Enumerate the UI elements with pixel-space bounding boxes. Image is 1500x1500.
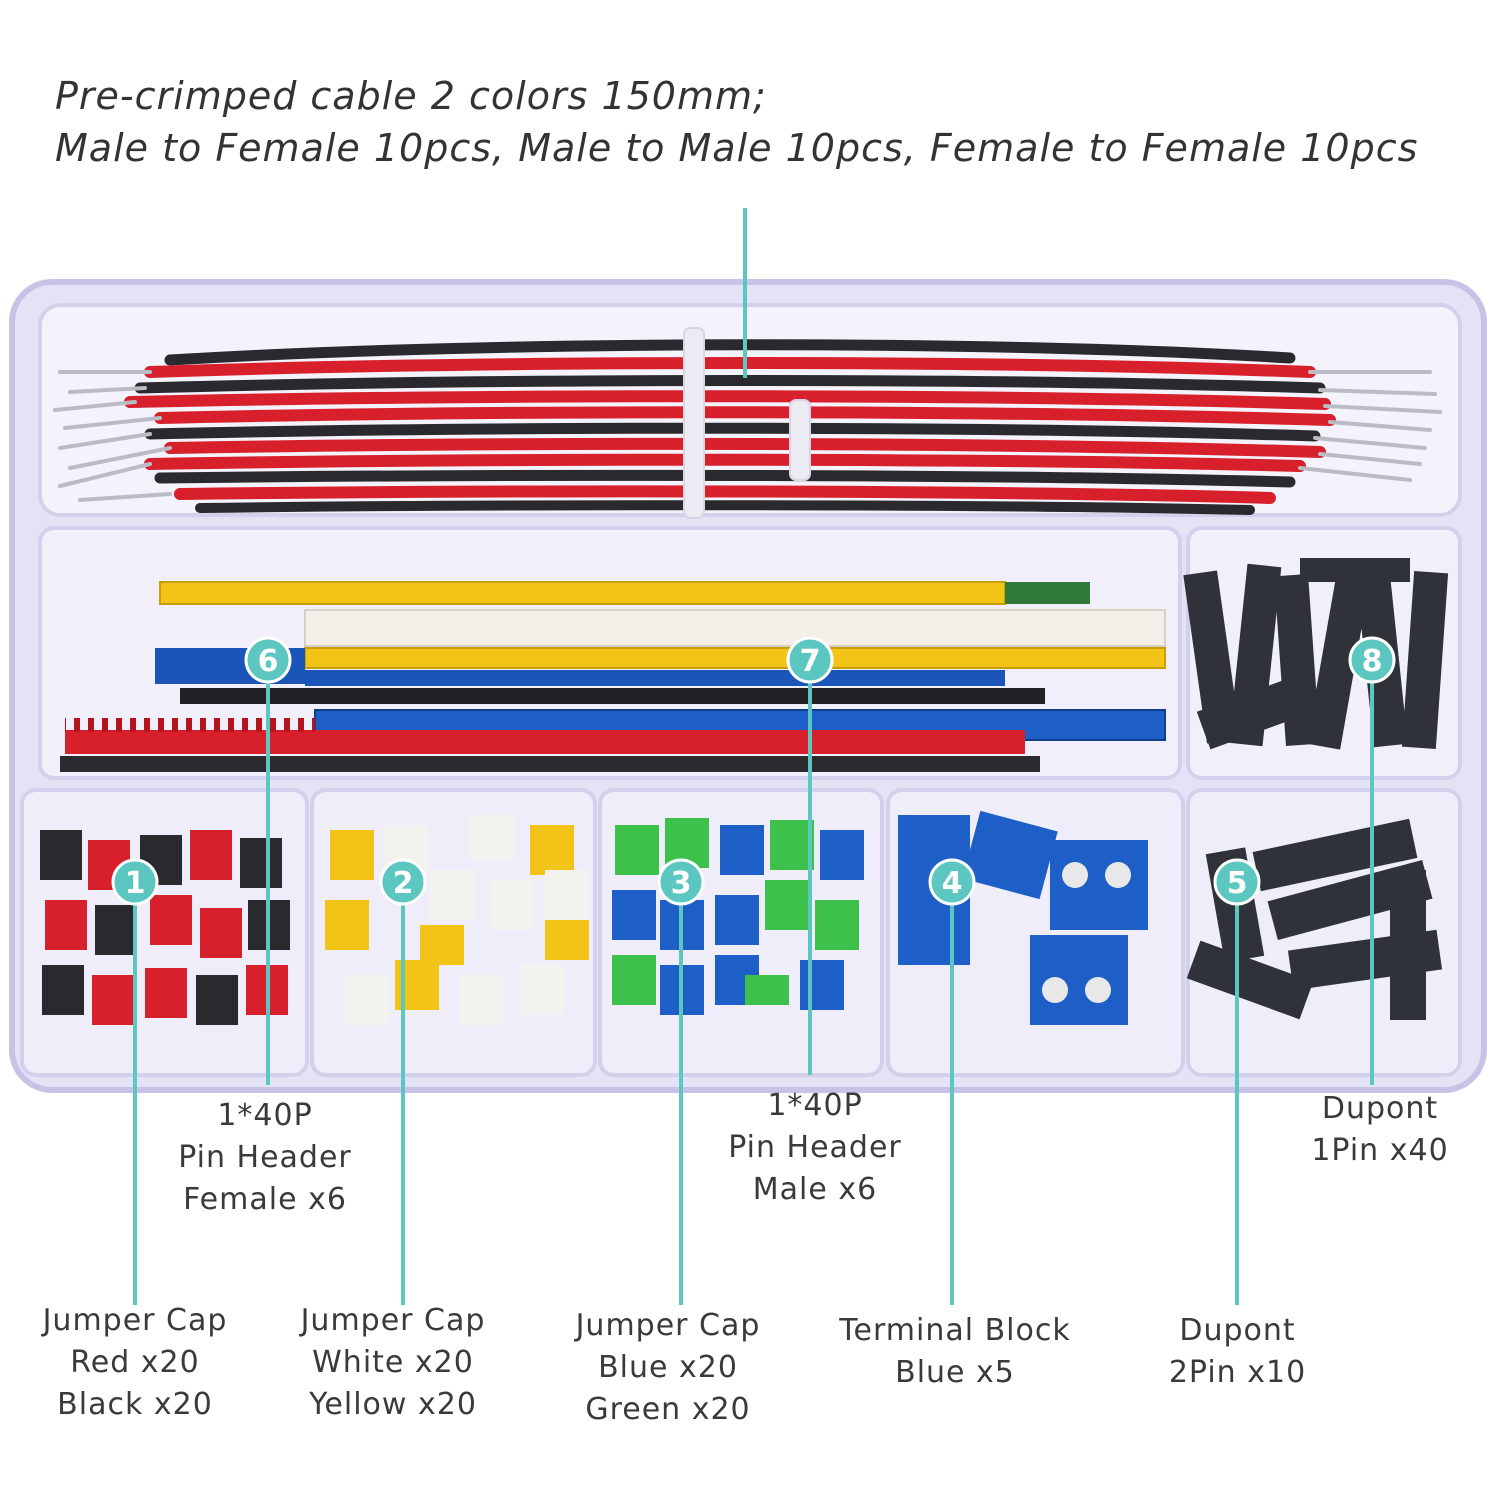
- callout-lines: [133, 208, 1374, 1305]
- label-line: Pin Header: [728, 1130, 902, 1165]
- label-jumper-red-black: Jumper Cap Red x20 Black x20: [25, 1300, 245, 1426]
- badge-2: 2: [379, 858, 427, 906]
- jumper-caps-blue-green: [612, 818, 864, 1015]
- label-line: Blue x5: [895, 1355, 1015, 1390]
- label-line: Terminal Block: [839, 1313, 1071, 1348]
- label-pin-header-female: 1*40P Pin Header Female x6: [150, 1095, 380, 1221]
- svg-text:8: 8: [1362, 644, 1383, 679]
- badge-1: 1: [111, 858, 159, 906]
- label-line: Green x20: [585, 1392, 751, 1427]
- svg-text:1: 1: [125, 866, 146, 901]
- label-terminal-block: Terminal Block Blue x5: [815, 1310, 1095, 1394]
- badge-6: 6: [244, 636, 292, 684]
- svg-text:3: 3: [671, 866, 692, 901]
- label-jumper-blue-green: Jumper Cap Blue x20 Green x20: [558, 1305, 778, 1431]
- jumper-caps-red-black: [40, 830, 290, 1025]
- pin-headers: [60, 581, 1166, 772]
- jumper-caps-white-yellow: [325, 815, 589, 1025]
- label-line: 2Pin x10: [1168, 1355, 1307, 1390]
- label-line: Pin Header: [178, 1140, 352, 1175]
- label-line: 1Pin x40: [1311, 1133, 1449, 1168]
- badge-4: 4: [928, 858, 976, 906]
- product-description: Pre-crimped cable 2 colors 150mm; Male t…: [55, 70, 1418, 174]
- label-line: Male x6: [752, 1172, 878, 1207]
- label-line: Yellow x20: [309, 1387, 477, 1422]
- label-line: Dupont: [1179, 1313, 1296, 1348]
- label-pin-header-male: 1*40P Pin Header Male x6: [700, 1085, 930, 1211]
- svg-text:6: 6: [258, 644, 279, 679]
- label-line: Black x20: [57, 1387, 213, 1422]
- label-jumper-white-yellow: Jumper Cap White x20 Yellow x20: [283, 1300, 503, 1426]
- description-line-2: Male to Female 10pcs, Male to Male 10pcs…: [55, 126, 1419, 170]
- svg-text:4: 4: [942, 866, 963, 901]
- label-line: Dupont: [1321, 1091, 1439, 1126]
- label-line: Jumper Cap: [42, 1303, 228, 1338]
- label-line: White x20: [312, 1345, 474, 1380]
- dupont-1pin-housings: [1183, 558, 1449, 750]
- svg-text:5: 5: [1227, 866, 1248, 901]
- description-line-1: Pre-crimped cable 2 colors 150mm;: [55, 74, 767, 118]
- label-line: Red x20: [70, 1345, 200, 1380]
- badge-7: 7: [786, 636, 834, 684]
- label-line: Blue x20: [598, 1350, 738, 1385]
- label-dupont-1pin: Dupont 1Pin x40: [1280, 1088, 1480, 1172]
- badge-8: 8: [1348, 636, 1396, 684]
- badge-5: 5: [1213, 858, 1261, 906]
- label-line: Female x6: [183, 1182, 347, 1217]
- badge-3: 3: [657, 858, 705, 906]
- svg-text:2: 2: [393, 866, 414, 901]
- label-line: 1*40P: [767, 1088, 863, 1123]
- svg-text:7: 7: [800, 644, 821, 679]
- label-line: Jumper Cap: [575, 1308, 761, 1343]
- dupont-2pin-housings: [1186, 818, 1443, 1020]
- label-line: Jumper Cap: [300, 1303, 486, 1338]
- label-line: 1*40P: [217, 1098, 313, 1133]
- label-dupont-2pin: Dupont 2Pin x10: [1140, 1310, 1335, 1394]
